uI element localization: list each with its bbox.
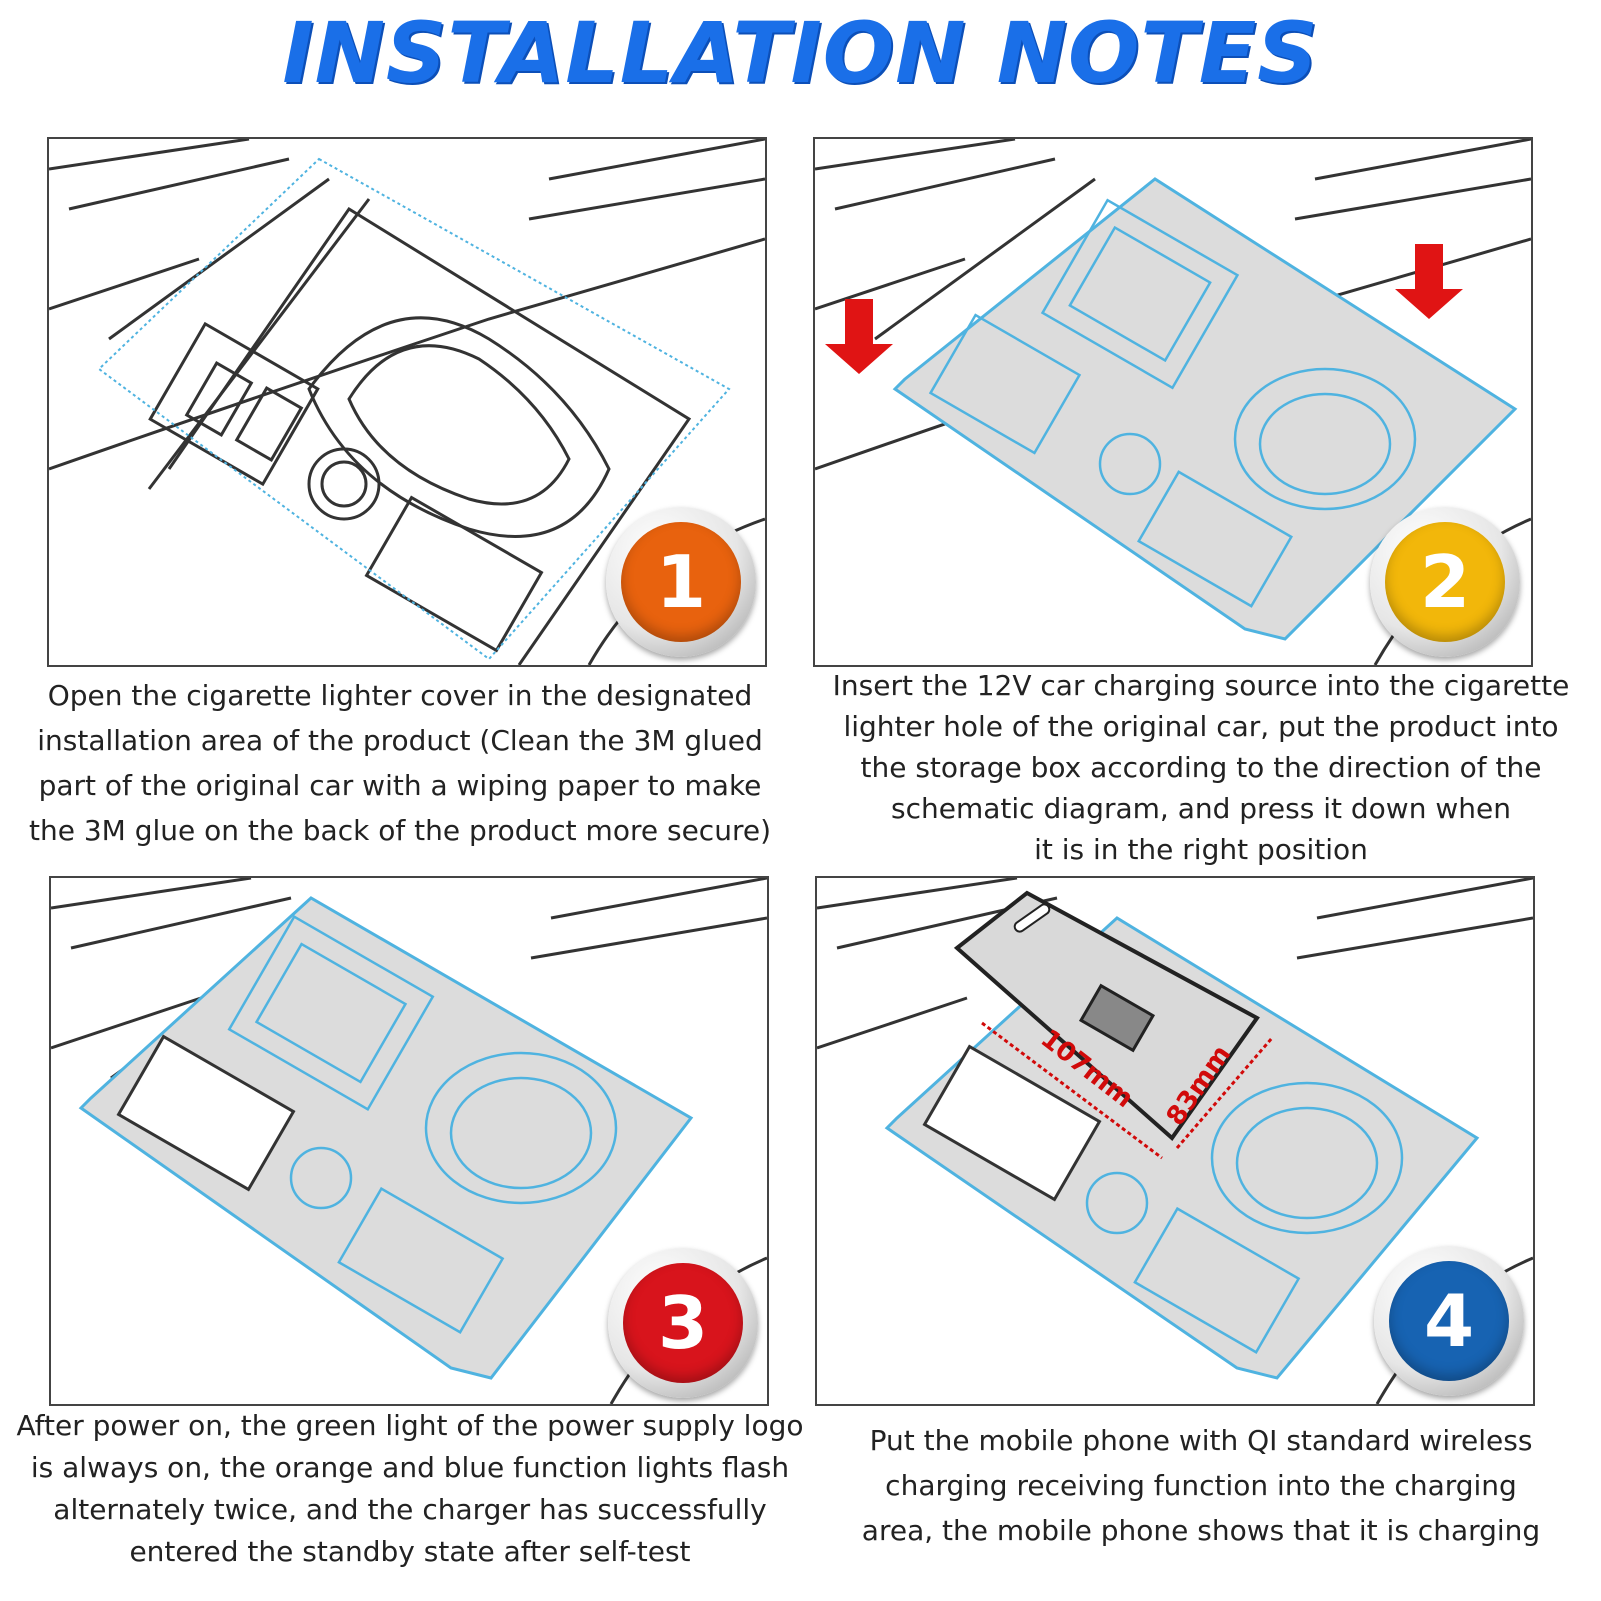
step-4-caption: Put the mobile phone with QI standard wi…	[861, 1424, 1541, 1547]
step-3-caption: After power on, the green light of the p…	[16, 1409, 804, 1568]
step-3-diagram	[51, 878, 767, 1404]
step-1-badge: 1	[606, 507, 756, 657]
step-2-badge: 2	[1370, 507, 1520, 657]
step-1-diagram	[49, 139, 765, 665]
phone-icon	[953, 890, 1260, 1141]
step-4-badge: 4	[1374, 1246, 1524, 1396]
step-4-panel: 107mm 83mm 4	[815, 876, 1535, 1406]
step-3-badge: 3	[608, 1248, 758, 1398]
step-2-number: 2	[1385, 522, 1505, 642]
step-1-panel: 1	[47, 137, 767, 667]
step-3-number: 3	[623, 1263, 743, 1383]
step-1-caption: Open the cigarette lighter cover in the …	[29, 679, 771, 847]
step-1-number: 1	[621, 522, 741, 642]
page-title: INSTALLATION NOTES	[282, 4, 1319, 102]
step-3-panel: 3	[49, 876, 769, 1406]
arrow-icons	[825, 244, 1463, 374]
step-4-diagram: 107mm 83mm	[817, 878, 1533, 1404]
step-2-caption: Insert the 12V car charging source into …	[832, 669, 1570, 866]
step-4-number: 4	[1389, 1261, 1509, 1381]
step-2-panel: 2	[813, 137, 1533, 667]
